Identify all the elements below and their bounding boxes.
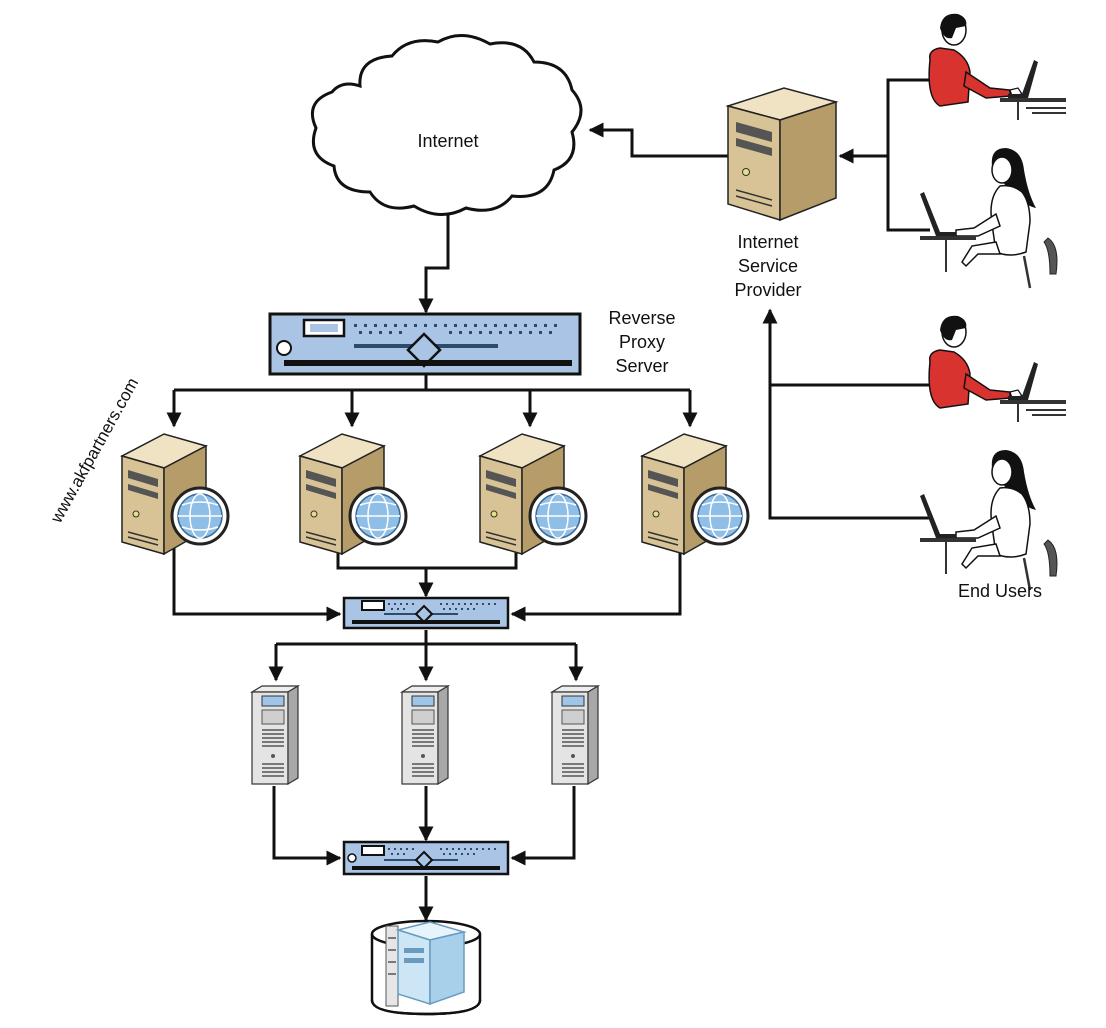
reverse-proxy-label: Reverse Proxy Server [608, 308, 675, 376]
web4-to-lb-arrow [510, 548, 682, 622]
end-users-label: End Users [958, 581, 1042, 601]
man-at-laptop-icon [928, 12, 1067, 121]
reverse-proxy-label-line-1: Reverse [608, 308, 675, 328]
isp-to-internet-arrow [588, 122, 728, 158]
internet-label: Internet [417, 131, 478, 151]
top-users-bracket [886, 78, 930, 232]
reverse-proxy-label-line-2: Proxy [619, 332, 665, 352]
rack-server-icon [268, 312, 582, 376]
bottom-users-to-isp-arrow [762, 308, 930, 520]
tall-server-icon [401, 685, 449, 785]
reverse-proxy-label-line-3: Server [615, 356, 668, 376]
tall-server-icon [251, 685, 299, 785]
web-server-globe-icon [478, 432, 588, 556]
tall-server-icon [551, 685, 599, 785]
man-at-laptop-icon [928, 314, 1067, 423]
app3-to-dblb-arrow [510, 786, 576, 866]
web23-join-line [336, 548, 518, 570]
isp-label-line-2: Service [738, 256, 798, 276]
web-server-globe-icon [298, 432, 408, 556]
connectors [166, 78, 930, 922]
woman-at-laptop-icon [918, 146, 1059, 290]
isp-label-line-1: Internet [737, 232, 798, 252]
database-storage-icon [370, 919, 482, 1016]
app1-to-dblb-arrow [272, 786, 342, 866]
tower-server-icon [725, 87, 839, 222]
rack-server-icon [342, 840, 510, 876]
web-server-globe-icon [120, 432, 230, 556]
isp-label-line-3: Provider [734, 280, 801, 300]
web1-to-lb-arrow [172, 540, 342, 622]
woman-at-laptop-icon [918, 448, 1059, 592]
cloud-icon: Internet [311, 34, 583, 216]
isp-label: Internet Service Provider [734, 232, 801, 300]
internet-to-proxy-arrow [418, 212, 450, 314]
rack-server-icon [342, 596, 510, 630]
web-server-globe-icon [640, 432, 750, 556]
